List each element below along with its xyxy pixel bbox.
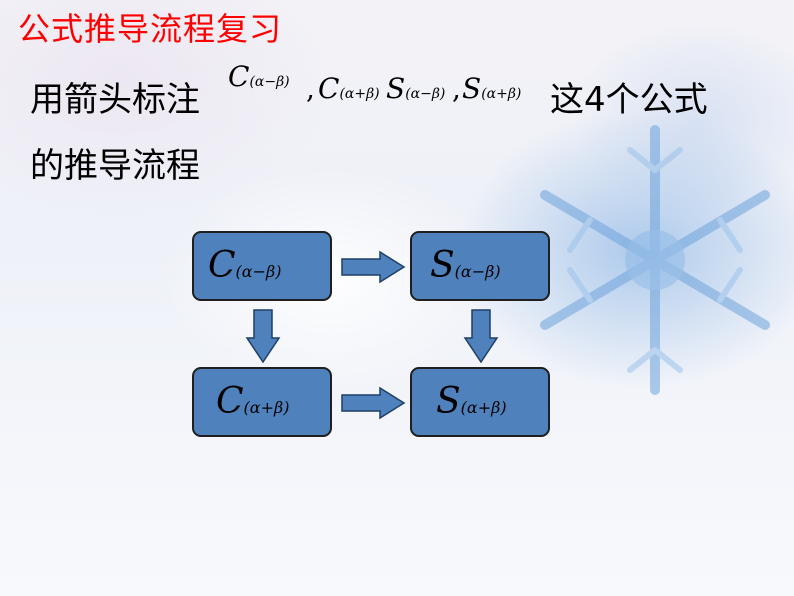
inline-formula-c-minus: C(α−β)	[228, 60, 290, 93]
formula-subscript: (α+β)	[339, 86, 380, 102]
formula-subscript: (α+β)	[481, 86, 522, 102]
inline-formula-s-minus: S(α−β)	[386, 72, 445, 105]
inline-formula-s-plus: S(α+β)	[462, 72, 521, 105]
arrow-right-icon	[341, 386, 406, 420]
formula-subscript: (α+β)	[243, 398, 290, 417]
formula-subscript: (α+β)	[460, 398, 507, 417]
box-c-minus: C(α−β)	[192, 231, 332, 301]
slide-title: 公式推导流程复习	[18, 10, 283, 48]
box-formula: C(α+β)	[216, 381, 290, 422]
formula-symbol: C	[318, 72, 340, 105]
box-s-minus: S(α−β)	[410, 231, 550, 301]
formula-symbol: S	[462, 72, 482, 105]
box-formula: S(α+β)	[436, 381, 507, 422]
formula-symbol: S	[430, 245, 455, 286]
formula-subscript: (α−β)	[405, 86, 446, 102]
formula-separator: ,	[306, 72, 315, 105]
formula-symbol: C	[228, 60, 250, 93]
arrow-right-icon	[341, 250, 406, 284]
formula-separator: ,	[452, 72, 461, 105]
formula-subscript: (α−β)	[454, 262, 501, 281]
box-c-plus: C(α+β)	[192, 367, 332, 437]
box-s-plus: S(α+β)	[410, 367, 550, 437]
box-formula: C(α−β)	[208, 245, 282, 286]
arrow-down-icon	[463, 309, 499, 364]
formula-symbol: C	[216, 381, 244, 422]
formula-symbol: C	[208, 245, 236, 286]
instruction-tail: 这4个公式	[550, 80, 708, 120]
instruction-line-2: 的推导流程	[30, 146, 200, 186]
formula-symbol: S	[386, 72, 406, 105]
inline-formula-c-plus: C(α+β)	[318, 72, 380, 105]
box-formula: S(α−β)	[430, 245, 501, 286]
formula-subscript: (α−β)	[249, 74, 290, 90]
formula-subscript: (α−β)	[235, 262, 282, 281]
snowflake-decoration	[540, 125, 770, 395]
formula-symbol: S	[436, 381, 461, 422]
instruction-line-1: 用箭头标注	[30, 80, 200, 120]
arrow-down-icon	[245, 309, 281, 364]
